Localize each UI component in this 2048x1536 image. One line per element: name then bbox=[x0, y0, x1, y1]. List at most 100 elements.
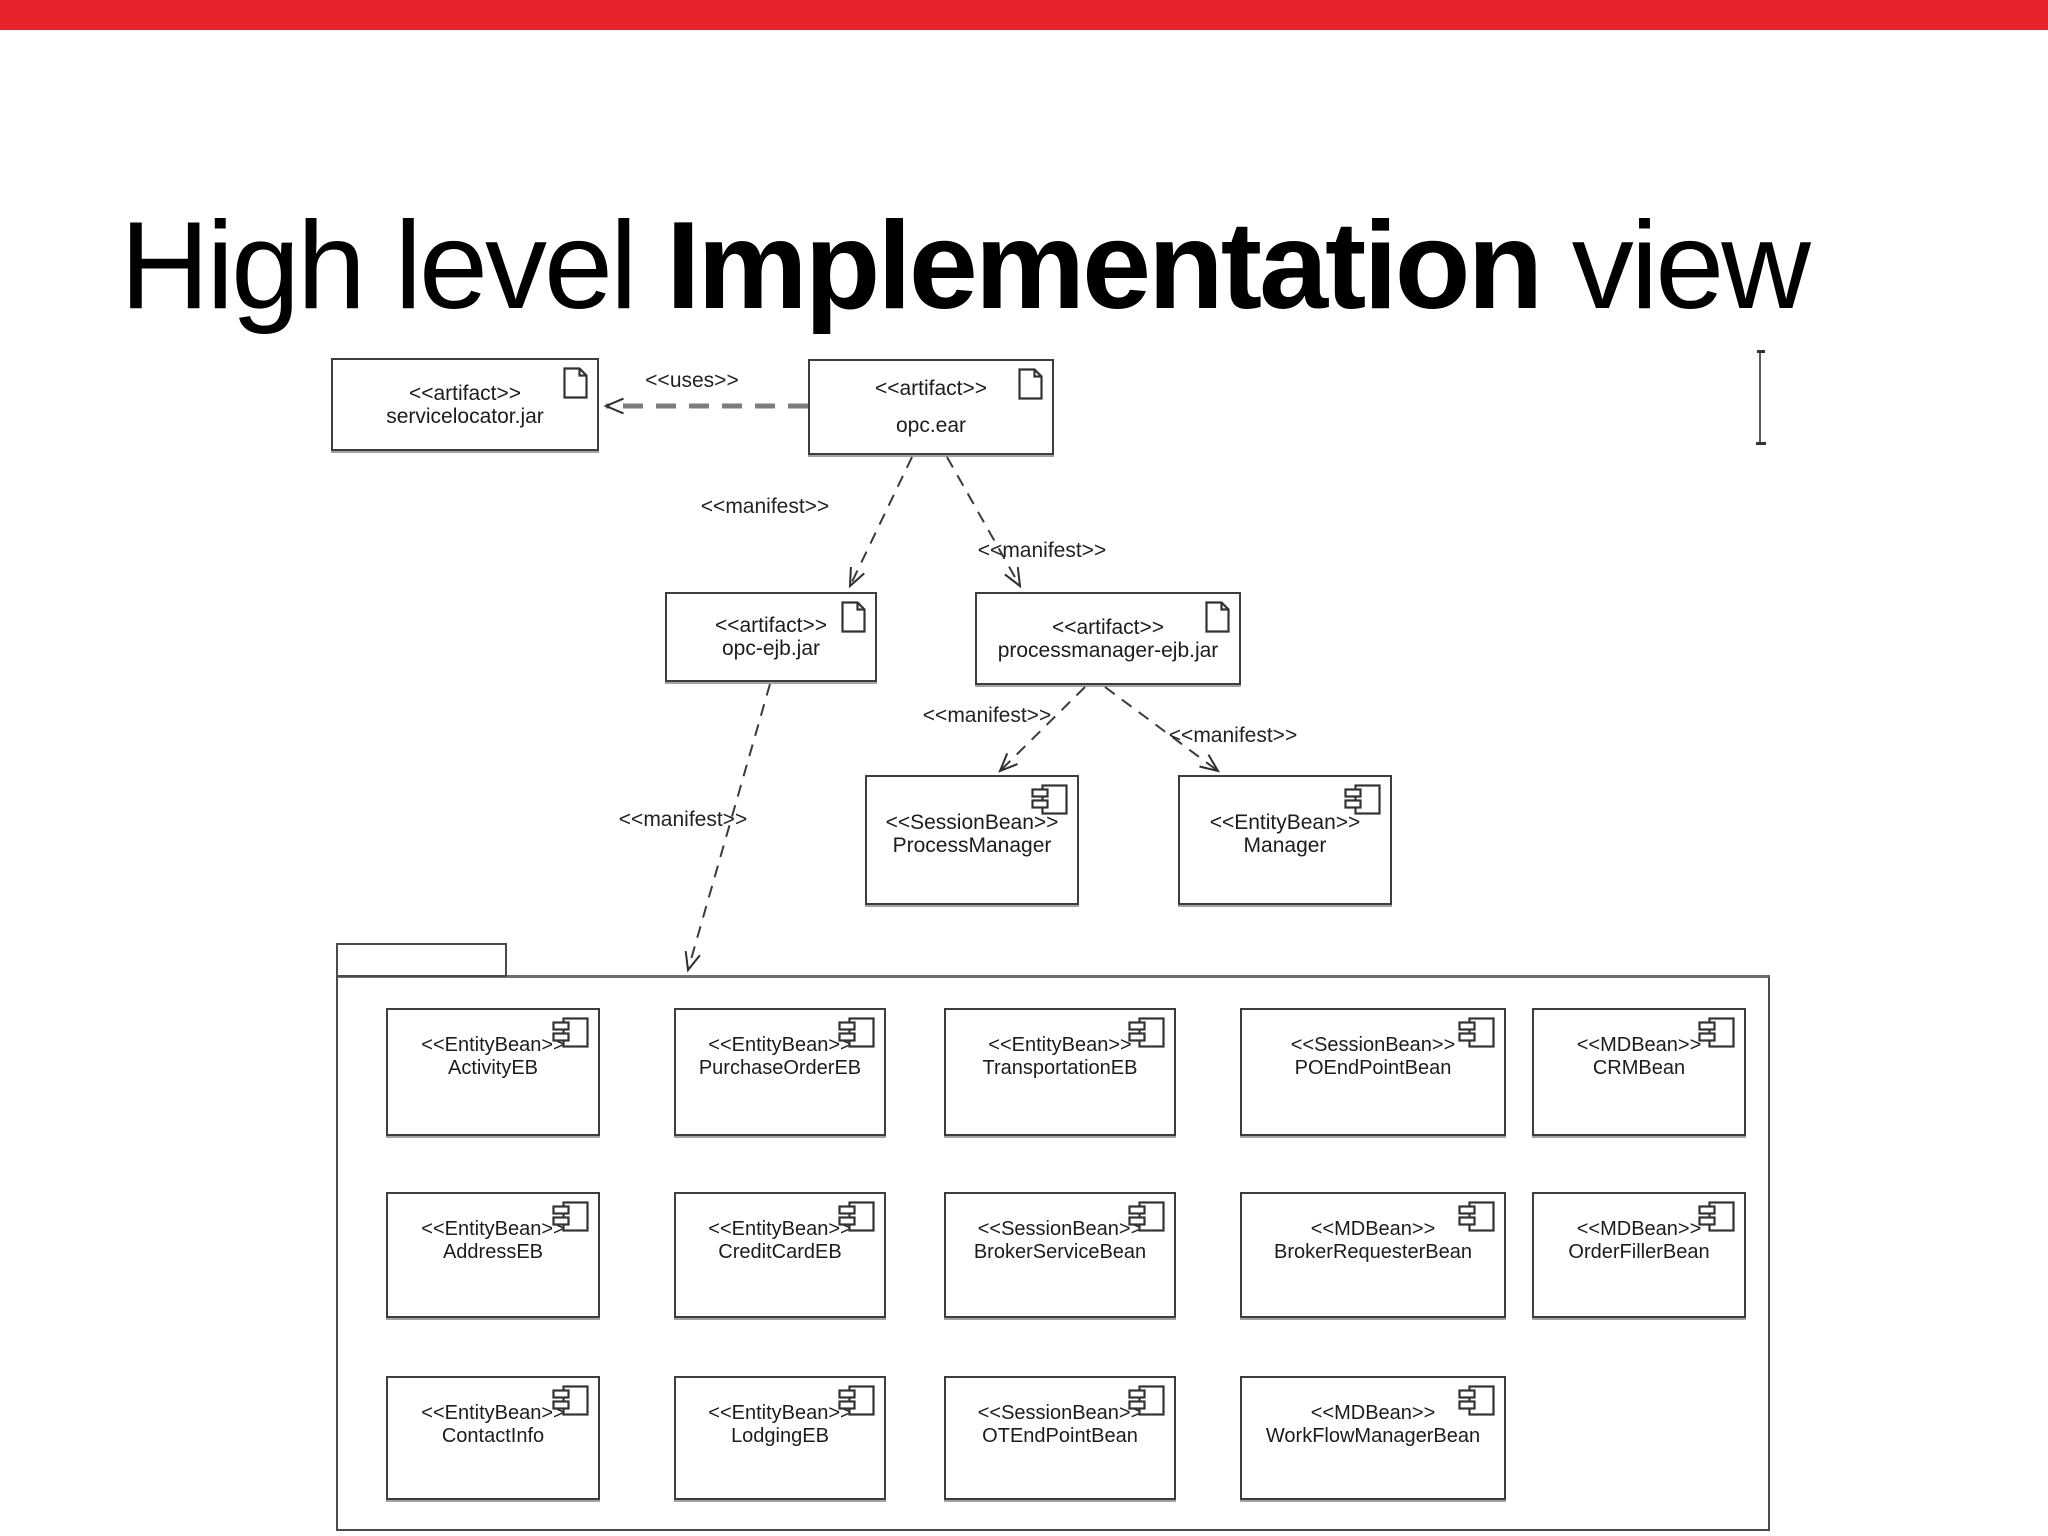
element-name: CRMBean bbox=[1592, 1057, 1686, 1079]
manifest_pm_ejb-arrowhead bbox=[1004, 566, 1022, 589]
manifest_process_manager-arrowhead bbox=[998, 753, 1018, 773]
component-icon bbox=[552, 1201, 589, 1232]
component-CRMBean: <<MDBean>>CRMBean bbox=[1532, 1008, 1746, 1136]
element-name: LodgingEB bbox=[731, 1425, 829, 1447]
stereotype-label: <<EntityBean>> bbox=[988, 1034, 1132, 1056]
element-name: servicelocator.jar bbox=[386, 404, 544, 428]
stereotype-label: <<SessionBean>> bbox=[977, 1218, 1143, 1240]
element-name: CreditCardEB bbox=[718, 1241, 842, 1263]
component-ContactInfo: <<EntityBean>>ContactInfo bbox=[386, 1376, 600, 1500]
component-icon bbox=[1128, 1385, 1165, 1416]
element-name: ContactInfo bbox=[441, 1425, 545, 1447]
component-icon bbox=[1698, 1017, 1735, 1048]
element-name: BrokerRequesterBean bbox=[1274, 1241, 1472, 1263]
manifest_process_manager-connector bbox=[999, 686, 1086, 772]
component-WorkFlowManagerBean: <<MDBean>>WorkFlowManagerBean bbox=[1240, 1376, 1506, 1500]
document-icon bbox=[1205, 601, 1230, 633]
stereotype-label: <<SessionBean>> bbox=[885, 811, 1059, 834]
element-name: OrderFillerBean bbox=[1568, 1241, 1710, 1263]
stereotype-label: <<SessionBean>> bbox=[1290, 1034, 1456, 1056]
manifest_package-connector bbox=[687, 683, 771, 971]
component-Manager: <<EntityBean>>Manager bbox=[1178, 775, 1392, 905]
artifact-opc-ejb.jar: <<artifact>>opc-ejb.jar bbox=[665, 592, 877, 682]
title-prefix: High level bbox=[120, 197, 666, 336]
component-icon bbox=[838, 1017, 875, 1054]
title-suffix: view bbox=[1540, 197, 1811, 336]
component-icon bbox=[838, 1385, 875, 1422]
document-icon bbox=[1205, 601, 1230, 638]
manifest_opc_ejb-connector bbox=[849, 456, 913, 587]
artifact-opc.ear: <<artifact>>opc.ear bbox=[808, 359, 1054, 455]
title-emphasis: Implementation bbox=[665, 197, 1543, 336]
stereotype-label: <<MDBean>> bbox=[1576, 1218, 1702, 1240]
component-ActivityEB: <<EntityBean>>ActivityEB bbox=[386, 1008, 600, 1136]
component-icon bbox=[1698, 1017, 1735, 1054]
component-icon bbox=[1458, 1201, 1495, 1232]
component-icon bbox=[1128, 1017, 1165, 1048]
stereotype-label: <<EntityBean>> bbox=[708, 1402, 852, 1424]
document-icon bbox=[563, 367, 588, 399]
element-name: processmanager-ejb.jar bbox=[997, 638, 1219, 662]
top-red-bar bbox=[0, 0, 2048, 30]
element-name: opc-ejb.jar bbox=[721, 637, 821, 660]
artifact-processmanager-ejb.jar: <<artifact>>processmanager-ejb.jar bbox=[975, 592, 1241, 685]
document-icon bbox=[563, 367, 588, 404]
text-cursor-cap-bottom bbox=[1756, 442, 1766, 445]
component-icon bbox=[1458, 1385, 1495, 1416]
element-name: Manager bbox=[1243, 834, 1327, 857]
stereotype-label: <<artifact>> bbox=[874, 377, 988, 400]
element-name: OTEndPointBean bbox=[982, 1425, 1138, 1447]
stereotype-label: <<artifact>> bbox=[408, 381, 522, 405]
component-icon bbox=[552, 1017, 589, 1054]
manifest_pm_ejb-connector bbox=[946, 456, 1021, 587]
manifest_manager-connector bbox=[1104, 686, 1219, 772]
component-icon bbox=[1698, 1201, 1735, 1238]
component-icon bbox=[552, 1017, 589, 1048]
component-icon bbox=[838, 1017, 875, 1048]
stereotype-label: <<MDBean>> bbox=[1310, 1218, 1436, 1240]
stereotype-label: <<artifact>> bbox=[714, 614, 828, 637]
component-icon bbox=[1458, 1017, 1495, 1054]
uses-label: <<uses>> bbox=[645, 369, 739, 392]
manifest_package-label: <<manifest>> bbox=[618, 808, 748, 831]
component-OrderFillerBean: <<MDBean>>OrderFillerBean bbox=[1532, 1192, 1746, 1318]
component-ProcessManager: <<SessionBean>>ProcessManager bbox=[865, 775, 1079, 905]
package-tab bbox=[336, 943, 507, 977]
element-name: ProcessManager bbox=[892, 834, 1052, 857]
page-title: High level Implementation view bbox=[120, 201, 1811, 331]
component-icon bbox=[1031, 784, 1068, 815]
element-name: AddressEB bbox=[442, 1241, 544, 1263]
component-icon bbox=[1128, 1385, 1165, 1422]
component-icon bbox=[1128, 1201, 1165, 1232]
stereotype-label: <<SessionBean>> bbox=[977, 1402, 1143, 1424]
element-name: TransportationEB bbox=[982, 1057, 1138, 1079]
component-CreditCardEB: <<EntityBean>>CreditCardEB bbox=[674, 1192, 886, 1318]
component-BrokerRequesterBean: <<MDBean>>BrokerRequesterBean bbox=[1240, 1192, 1506, 1318]
component-icon bbox=[552, 1201, 589, 1238]
component-AddressEB: <<EntityBean>>AddressEB bbox=[386, 1192, 600, 1318]
document-icon bbox=[841, 601, 866, 638]
component-PurchaseOrderEB: <<EntityBean>>PurchaseOrderEB bbox=[674, 1008, 886, 1136]
manifest_process_manager-label: <<manifest>> bbox=[922, 704, 1052, 727]
component-icon bbox=[552, 1385, 589, 1422]
stereotype-label: <<EntityBean>> bbox=[1209, 811, 1361, 834]
component-icon bbox=[1128, 1017, 1165, 1054]
manifest_pm_ejb-label: <<manifest>> bbox=[977, 539, 1107, 562]
stereotype-label: <<EntityBean>> bbox=[708, 1218, 852, 1240]
text-cursor bbox=[1752, 350, 1766, 448]
stereotype-label: <<EntityBean>> bbox=[421, 1218, 565, 1240]
manifest_opc_ejb-label: <<manifest>> bbox=[700, 495, 830, 518]
manifest_opc_ejb-arrowhead bbox=[848, 566, 865, 589]
component-icon bbox=[838, 1385, 875, 1416]
artifact-servicelocator.jar: <<artifact>>servicelocator.jar bbox=[331, 358, 599, 451]
component-icon bbox=[1344, 784, 1381, 820]
stereotype-label: <<artifact>> bbox=[1051, 615, 1165, 639]
component-icon bbox=[552, 1385, 589, 1416]
stereotype-label: <<MDBean>> bbox=[1310, 1402, 1436, 1424]
stereotype-label: <<EntityBean>> bbox=[421, 1402, 565, 1424]
text-cursor-line bbox=[1759, 353, 1761, 443]
component-BrokerServiceBean: <<SessionBean>>BrokerServiceBean bbox=[944, 1192, 1176, 1318]
component-icon bbox=[1698, 1201, 1735, 1232]
document-icon bbox=[1018, 368, 1043, 400]
